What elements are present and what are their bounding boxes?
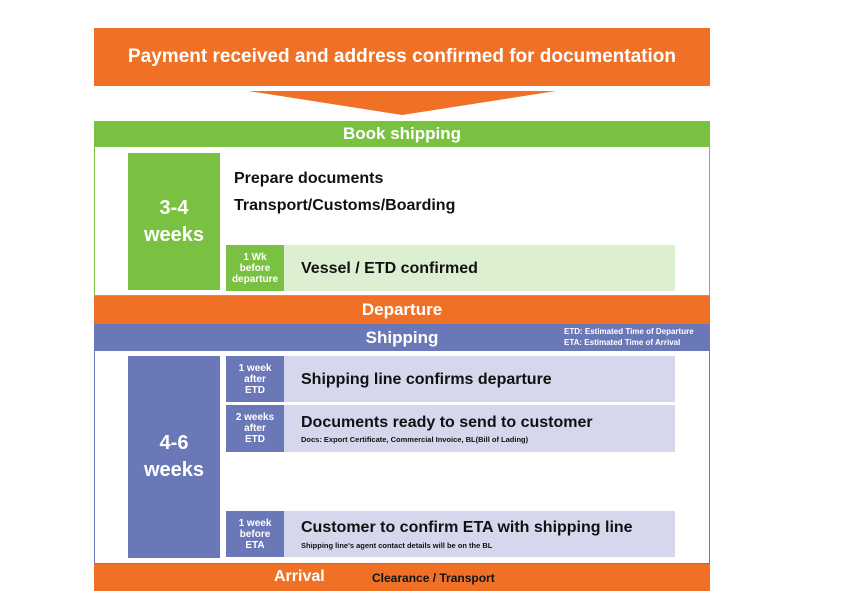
down-arrow-icon xyxy=(248,91,556,115)
step-documents-text: Documents ready to send to customer xyxy=(301,414,593,431)
task-transport-customs: Transport/Customs/Boarding xyxy=(234,197,456,214)
shipping-label: Shipping xyxy=(365,327,439,347)
departure-band: Departure xyxy=(94,296,710,324)
book-shipping-frame xyxy=(94,147,710,296)
arrival-band: Arrival Clearance / Transport xyxy=(94,564,710,591)
task-prepare-documents: Prepare documents xyxy=(234,170,384,187)
arrival-detail: Clearance / Transport xyxy=(372,571,495,585)
step-departure-confirmed: 1 week after ETD Shipping line confirms … xyxy=(226,356,675,402)
book-shipping-duration: 3-4 weeks xyxy=(128,153,220,290)
step-departure-text: Shipping line confirms departure xyxy=(301,371,552,388)
abbreviation-notes: ETD: Estimated Time of Departure ETA: Es… xyxy=(564,326,709,348)
book-shipping-label: Book shipping xyxy=(342,124,462,143)
vessel-confirmed-tag: 1 Wk before departure xyxy=(226,245,284,291)
step-documents-subtext: Docs: Export Certificate, Commercial Inv… xyxy=(301,435,529,444)
eta-note: ETA: Estimated Time of Arrival xyxy=(564,338,681,347)
step-eta-tag: 1 week before ETA xyxy=(226,511,284,557)
shipping-frame xyxy=(94,351,710,564)
step-documents-ready: 2 weeks after ETD Documents ready to sen… xyxy=(226,405,675,452)
etd-note: ETD: Estimated Time of Departure xyxy=(564,327,694,336)
step-documents-tag: 2 weeks after ETD xyxy=(226,405,284,452)
book-shipping-band: Book shipping xyxy=(94,121,710,147)
step-departure-tag: 1 week after ETD xyxy=(226,356,284,402)
step-eta-subtext: Shipping line's agent contact details wi… xyxy=(301,541,493,550)
arrival-label: Arrival xyxy=(274,568,325,585)
step-confirm-eta: 1 week before ETA Customer to confirm ET… xyxy=(226,511,675,557)
vessel-confirmed-row: 1 Wk before departure Vessel / ETD confi… xyxy=(226,245,675,291)
vessel-confirmed-text: Vessel / ETD confirmed xyxy=(301,260,478,277)
step-eta-text: Customer to confirm ETA with shipping li… xyxy=(301,519,633,536)
departure-label: Departure xyxy=(361,300,443,319)
payment-header: Payment received and address confirmed f… xyxy=(94,28,710,86)
shipping-duration: 4-6 weeks xyxy=(128,356,220,558)
shipping-band: Shipping ETD: Estimated Time of Departur… xyxy=(94,324,710,351)
